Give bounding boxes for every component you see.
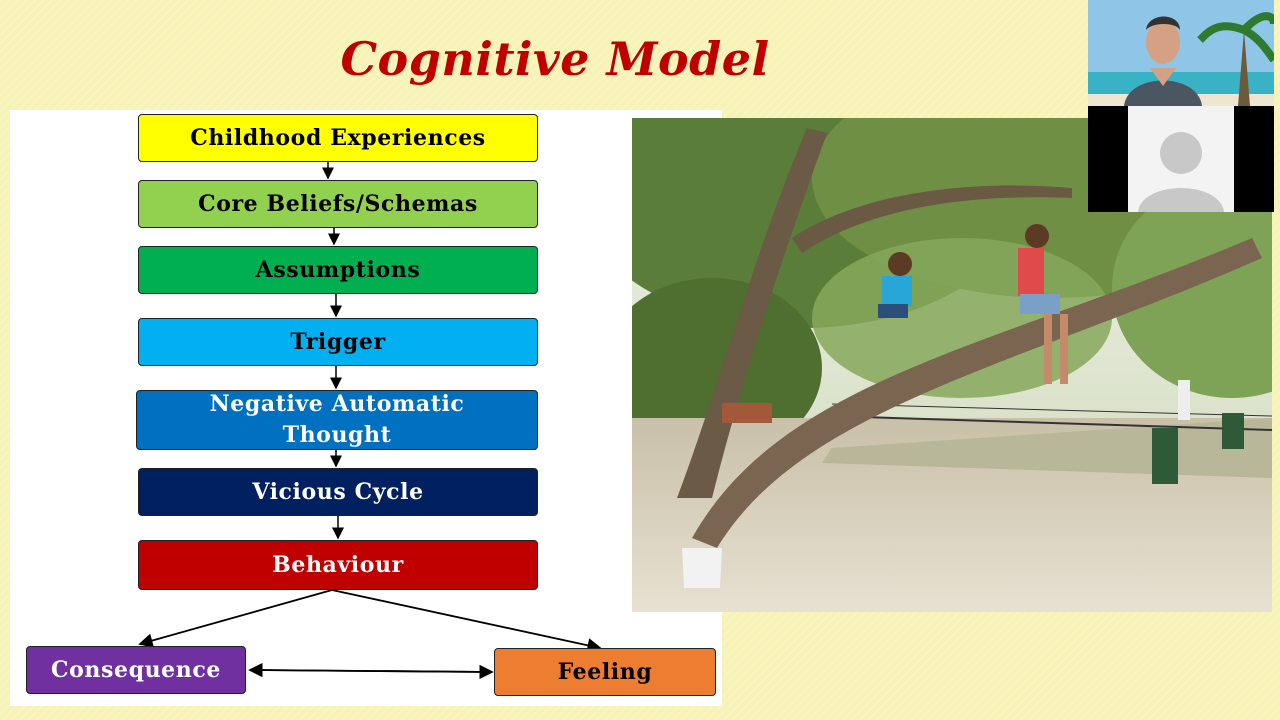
participant-video-frame	[1128, 106, 1234, 212]
user-avatar-icon	[1138, 132, 1224, 212]
box-negative-automatic-thought: Negative Automatic Thought	[136, 390, 538, 450]
box-label: Trigger	[290, 328, 386, 355]
box-label: Vicious Cycle	[252, 478, 424, 505]
box-consequence: Consequence	[26, 646, 246, 694]
box-label: Assumptions	[255, 256, 421, 283]
diagram-arrows	[138, 162, 602, 680]
box-feeling: Feeling	[494, 648, 716, 696]
box-childhood-experiences: Childhood Experiences	[138, 114, 538, 162]
box-trigger: Trigger	[138, 318, 538, 366]
presenter-video	[1088, 0, 1274, 106]
box-label: Core Beliefs/Schemas	[198, 190, 478, 217]
box-assumptions: Assumptions	[138, 246, 538, 294]
presenter-video-frame	[1088, 0, 1274, 106]
box-core-beliefs: Core Beliefs/Schemas	[138, 180, 538, 228]
box-label: Negative Automatic Thought	[209, 391, 465, 448]
diagram-panel: Childhood Experiences Core Beliefs/Schem…	[10, 110, 722, 706]
participant-video	[1088, 106, 1274, 212]
box-behaviour: Behaviour	[138, 540, 538, 590]
slide-title: Cognitive Model	[340, 32, 770, 86]
box-label: Childhood Experiences	[190, 124, 486, 151]
box-label: Consequence	[51, 656, 221, 683]
box-vicious-cycle: Vicious Cycle	[138, 468, 538, 516]
box-label: Feeling	[557, 658, 653, 685]
park-photo	[632, 118, 1272, 612]
photo-illustration	[632, 118, 1272, 612]
box-label: Behaviour	[272, 551, 404, 578]
